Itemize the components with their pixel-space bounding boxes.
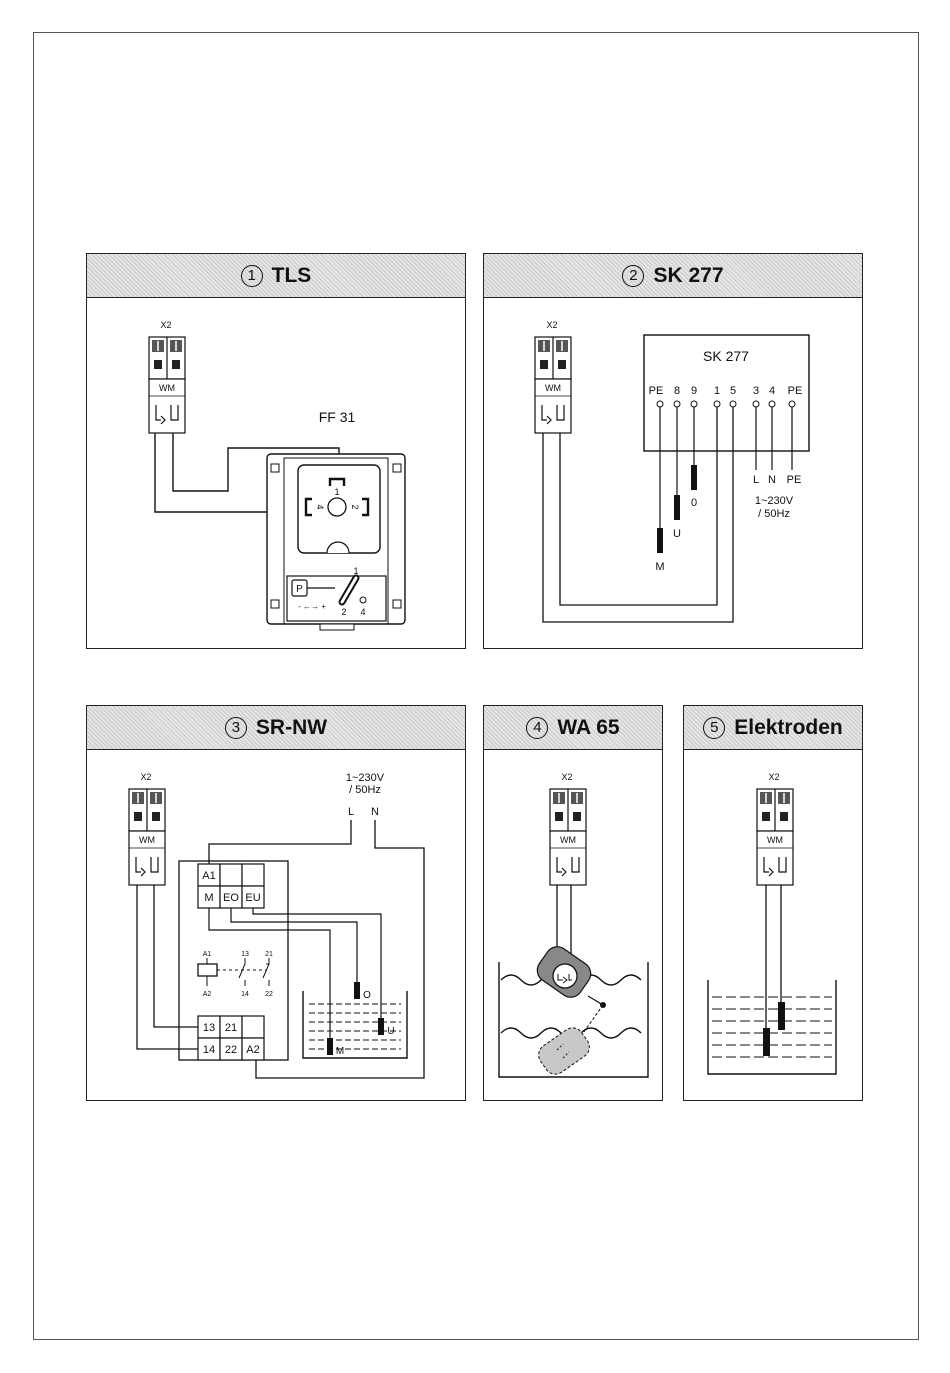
cell-22: 22: [225, 1044, 237, 1056]
terminal-unit: WM: [767, 835, 783, 845]
wa65-diagram: X2 WM: [484, 750, 662, 1100]
cell-eo: EO: [223, 892, 239, 904]
panel-title: WA 65: [557, 716, 619, 740]
terminal-label: X2: [561, 772, 572, 782]
terminal-label: X2: [546, 320, 557, 330]
sk277-diagram: X2 WM SK 277 PE 8 9 1 5 3 4 PE: [484, 298, 862, 648]
panel-elektroden: 5 Elektroden X2 WM: [683, 705, 863, 1101]
electrode-short: [778, 1002, 785, 1030]
panel-title: Elektroden: [734, 716, 843, 740]
panel-tls: 1 TLS X2 WM FF 31: [86, 253, 466, 649]
panel-title: SK 277: [653, 264, 723, 288]
pin-4: 4: [315, 504, 325, 509]
probe-m: M: [336, 1046, 344, 1057]
supply-voltage: 1~230V: [346, 772, 385, 784]
supply-l: L: [348, 806, 354, 818]
terminal-block: X2 WM: [149, 320, 185, 433]
cell-a2: A2: [246, 1044, 259, 1056]
panel-number: 3: [225, 717, 247, 739]
terminal-block: X2 WM: [550, 772, 586, 885]
terminal-label: X2: [768, 772, 779, 782]
terminal-1: 1: [714, 385, 720, 397]
terminal-5: 5: [730, 385, 736, 397]
schematic-label-13: 13: [241, 951, 249, 958]
adjust-label: - ←→ +: [298, 602, 326, 611]
panel-header: 5 Elektroden: [684, 706, 862, 750]
terminal-block: X2 WM: [535, 320, 571, 433]
tls-diagram: X2 WM FF 31: [87, 298, 465, 648]
terminal-4: 4: [769, 385, 775, 397]
panel-number: 5: [703, 717, 725, 739]
panel-number: 4: [526, 717, 548, 739]
elektroden-diagram: X2 WM: [684, 750, 862, 1100]
schematic-label-21: 21: [265, 951, 273, 958]
relay-bottom-terminals: 13 21 14 22 A2: [198, 1016, 264, 1060]
terminal-block: X2 WM: [757, 772, 793, 885]
terminal-label: X2: [160, 320, 171, 330]
relay-top-terminals: A1 M EO EU: [198, 864, 264, 908]
terminal-3: 3: [753, 385, 759, 397]
pin-2: 2: [350, 504, 360, 509]
panel-title: TLS: [272, 264, 312, 288]
cell-eu: EU: [245, 892, 260, 904]
cell-13: 13: [203, 1022, 215, 1034]
supply-l: L: [753, 474, 759, 486]
terminal-unit: WM: [545, 383, 561, 393]
switch-pin-1: 1: [353, 566, 358, 576]
terminal-8: 8: [674, 385, 680, 397]
panel-wa65: 4 WA 65 X2 WM: [483, 705, 663, 1101]
terminal-pe-2: PE: [788, 385, 803, 397]
panel-srnw: 3 SR-NW X2 WM 1~230V / 50Hz L N: [86, 705, 466, 1101]
supply-n: N: [371, 806, 379, 818]
supply-n: N: [768, 474, 776, 486]
panel-number: 1: [241, 265, 263, 287]
schematic-label-14: 14: [241, 991, 249, 998]
pin-1: 1: [334, 487, 339, 497]
supply-frequency: / 50Hz: [349, 784, 381, 796]
electrode-long: [763, 1028, 770, 1056]
terminal-label: X2: [140, 772, 151, 782]
probe-0: 0: [691, 497, 697, 509]
probe-m: M: [655, 561, 664, 573]
cell-14: 14: [203, 1044, 215, 1056]
device-label-ff31: FF 31: [319, 409, 356, 425]
panel-header: 3 SR-NW: [87, 706, 465, 750]
panel-header: 2 SK 277: [484, 254, 862, 298]
cell-21: 21: [225, 1022, 237, 1034]
supply-voltage: 1~230V: [755, 495, 794, 507]
page-frame: [33, 32, 919, 1340]
schematic-label-a2: A2: [203, 991, 212, 998]
terminal-pe: PE: [649, 385, 664, 397]
switch-label: P: [296, 584, 303, 595]
probe-u: U: [387, 1026, 394, 1037]
switch-pin-2: 2: [341, 607, 346, 617]
terminal-block: X2 WM: [129, 772, 165, 885]
panel-number: 2: [622, 265, 644, 287]
probe-u: U: [673, 528, 681, 540]
cell-a1: A1: [202, 870, 215, 882]
panel-sk277: 2 SK 277 X2 WM SK 277 PE 8 9 1 5 3 4 PE: [483, 253, 863, 649]
terminal-unit: WM: [159, 383, 175, 393]
cell-m: M: [204, 892, 213, 904]
terminal-9: 9: [691, 385, 697, 397]
sk277-device-label: SK 277: [703, 348, 749, 364]
water-tank: [303, 991, 407, 1058]
panel-header: 4 WA 65: [484, 706, 662, 750]
switch-pin-4: 4: [360, 607, 365, 617]
terminal-unit: WM: [560, 835, 576, 845]
probe-o: O: [363, 990, 371, 1001]
schematic-label-22: 22: [265, 991, 273, 998]
panel-header: 1 TLS: [87, 254, 465, 298]
ff31-housing: 1 4 2 P 1 2 4 - ←→ +: [267, 454, 405, 630]
srnw-diagram: X2 WM 1~230V / 50Hz L N A1 M EO: [87, 750, 465, 1100]
terminal-unit: WM: [139, 835, 155, 845]
supply-frequency: / 50Hz: [758, 508, 790, 520]
supply-pe: PE: [787, 474, 802, 486]
schematic-label-a1: A1: [203, 951, 212, 958]
float-switch: [533, 942, 606, 1078]
panel-title: SR-NW: [256, 716, 327, 740]
